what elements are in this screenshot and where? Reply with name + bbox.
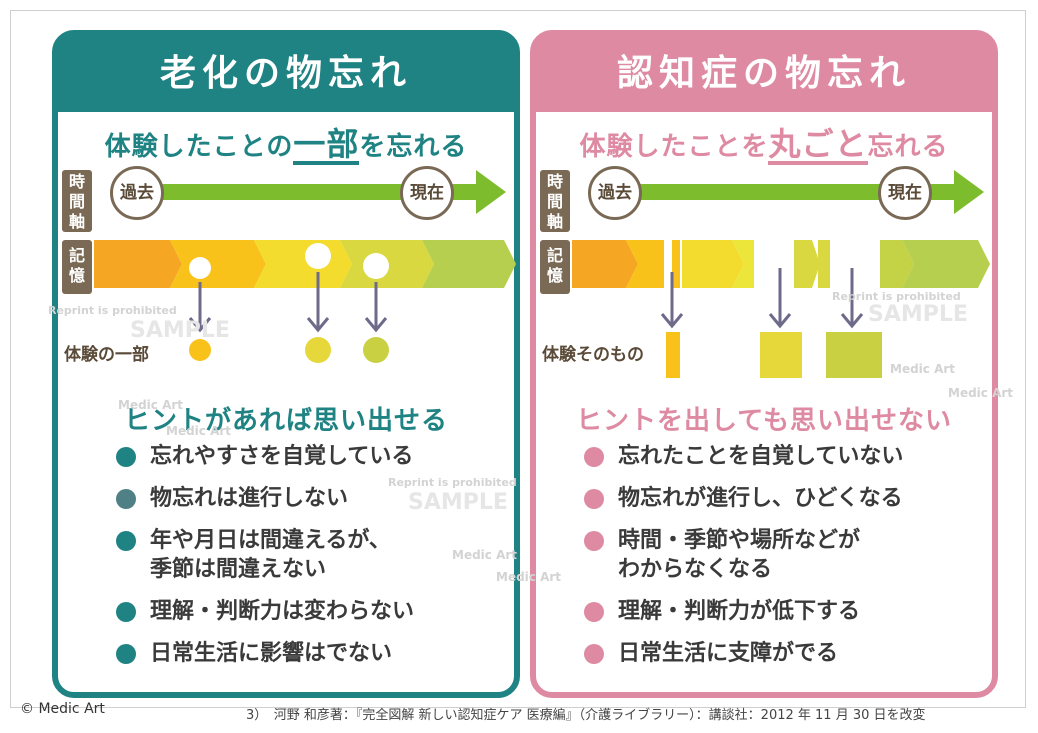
past-marker: 過去: [110, 166, 164, 220]
subtitle-pre: 体験したことの: [104, 132, 294, 162]
bullet-dot: [584, 531, 604, 551]
hint-heading: ヒントを出しても思い出せない: [576, 406, 952, 436]
memory-segment-1: [94, 240, 182, 288]
down-arrows: [660, 268, 864, 329]
panel-title: 認知症の物忘れ: [536, 36, 992, 112]
bullet-dot: [584, 447, 604, 467]
list-item: 日常生活に支障がでる: [584, 639, 964, 668]
panel-subtitle: 体験したことの一部を忘れる: [58, 126, 514, 165]
memory-segment-6: [794, 240, 820, 288]
watermark-brand: Medic Art: [496, 570, 562, 584]
watermark-brand: Medic Art: [118, 398, 184, 412]
panel-aging-forgetfulness: 老化の物忘れ 体験したことの一部を忘れる 時間軸 記憶 過去 現在 体験の一部 …: [52, 30, 520, 698]
memory-spot: [189, 257, 211, 279]
axis-label-memory: 記憶: [540, 240, 570, 294]
bullet-dot: [584, 602, 604, 622]
memory-spot: [363, 253, 389, 279]
memory-segment-4: [682, 240, 744, 288]
hint-heading: ヒントがあれば思い出せる: [123, 406, 448, 436]
memory-segment-5: [422, 240, 516, 288]
copyright: © Medic Art: [20, 701, 105, 717]
list-item: 物忘れが進行し、ひどくなる: [584, 484, 964, 513]
present-marker: 現在: [400, 166, 454, 220]
list-item: 時間・季節や場所などがわからなくなる: [584, 526, 964, 584]
subtitle-emphasis: 丸ごと: [768, 125, 868, 165]
citation: 3） 河野 和彦著：『完全図解 新しい認知症ケア 医療編』（介護ライブラリー）：…: [246, 708, 926, 723]
time-arrow-head: [954, 170, 984, 214]
slide-frame: [10, 10, 1026, 708]
experience-fragment: [305, 337, 331, 363]
bullet-dot: [116, 644, 136, 664]
time-arrow-shaft: [118, 184, 480, 200]
fragment-caption: 体験の一部: [64, 345, 149, 365]
memory-segment-9: [902, 240, 990, 288]
subtitle-post: を忘れる: [359, 132, 468, 162]
watermark-sample: SAMPLE: [408, 490, 508, 515]
list-item: 理解・判断力は変わらない: [116, 597, 496, 626]
bullet-dot: [116, 531, 136, 551]
feature-list: 忘れたことを自覚していない 物忘れが進行し、ひどくなる 時間・季節や場所などがわ…: [584, 442, 964, 681]
bullet-dot: [584, 489, 604, 509]
watermark-brand: Medic Art: [166, 424, 232, 438]
time-arrow-head: [476, 170, 506, 214]
experience-block: [826, 332, 882, 378]
panel-dementia-forgetfulness: 認知症の物忘れ 体験したことを丸ごと忘れる 時間軸 記憶 過去 現在 体験そのも…: [530, 30, 998, 698]
memory-segment-3: [672, 240, 680, 288]
time-arrow-shaft: [596, 184, 958, 200]
memory-segment-2: [170, 240, 266, 288]
list-item: 日常生活に影響はでない: [116, 639, 496, 668]
memory-spot: [305, 243, 331, 269]
block-caption: 体験そのもの: [542, 345, 644, 365]
bullet-dot: [116, 447, 136, 467]
watermark-reprint: Reprint is prohibited: [48, 304, 177, 317]
memory-segment-1: [572, 240, 638, 288]
panel-title: 老化の物忘れ: [58, 36, 514, 112]
subtitle-post: 忘れる: [867, 132, 949, 162]
watermark-reprint: Reprint is prohibited: [388, 476, 517, 489]
experience-block: [760, 332, 802, 378]
experience-fragment: [363, 337, 389, 363]
memory-timeline-diagram: [94, 170, 516, 363]
watermark-brand: Medic Art: [890, 362, 956, 376]
list-item: 理解・判断力が低下する: [584, 597, 964, 626]
bullet-dot: [584, 644, 604, 664]
past-marker: 過去: [588, 166, 642, 220]
axis-label-time: 時間軸: [62, 170, 92, 232]
panel-subtitle: 体験したことを丸ごと忘れる: [536, 126, 992, 165]
watermark-sample: SAMPLE: [130, 318, 230, 343]
memory-segment-7: [818, 240, 830, 288]
experience-block: [666, 332, 680, 378]
present-marker: 現在: [878, 166, 932, 220]
feature-list: 忘れやすさを自覚している 物忘れは進行しない 年や月日は間違えるが、季節は間違え…: [116, 442, 496, 681]
subtitle-pre: 体験したことを: [579, 132, 769, 162]
memory-segment-3: [254, 240, 352, 288]
list-item: 忘れたことを自覚していない: [584, 442, 964, 471]
memory-segment-5: [732, 240, 754, 288]
list-item: 年や月日は間違えるが、季節は間違えない: [116, 526, 496, 584]
memory-segment-2: [626, 240, 664, 288]
watermark-brand: Medic Art: [452, 548, 518, 562]
bullet-dot: [116, 602, 136, 622]
watermark-brand: Medic Art: [948, 386, 1014, 400]
experience-fragment: [189, 339, 211, 361]
memory-segment-8: [880, 240, 914, 288]
axis-label-memory: 記憶: [62, 240, 92, 294]
axis-label-time: 時間軸: [540, 170, 570, 232]
down-arrows: [188, 272, 388, 333]
watermark-reprint: Reprint is prohibited: [832, 290, 961, 303]
list-item: 物忘れは進行しない: [116, 484, 496, 513]
list-item: 忘れやすさを自覚している: [116, 442, 496, 471]
bullet-dot: [116, 489, 136, 509]
watermark-sample: SAMPLE: [868, 302, 968, 327]
subtitle-emphasis: 一部: [293, 125, 360, 165]
memory-timeline-diagram: [572, 170, 990, 378]
